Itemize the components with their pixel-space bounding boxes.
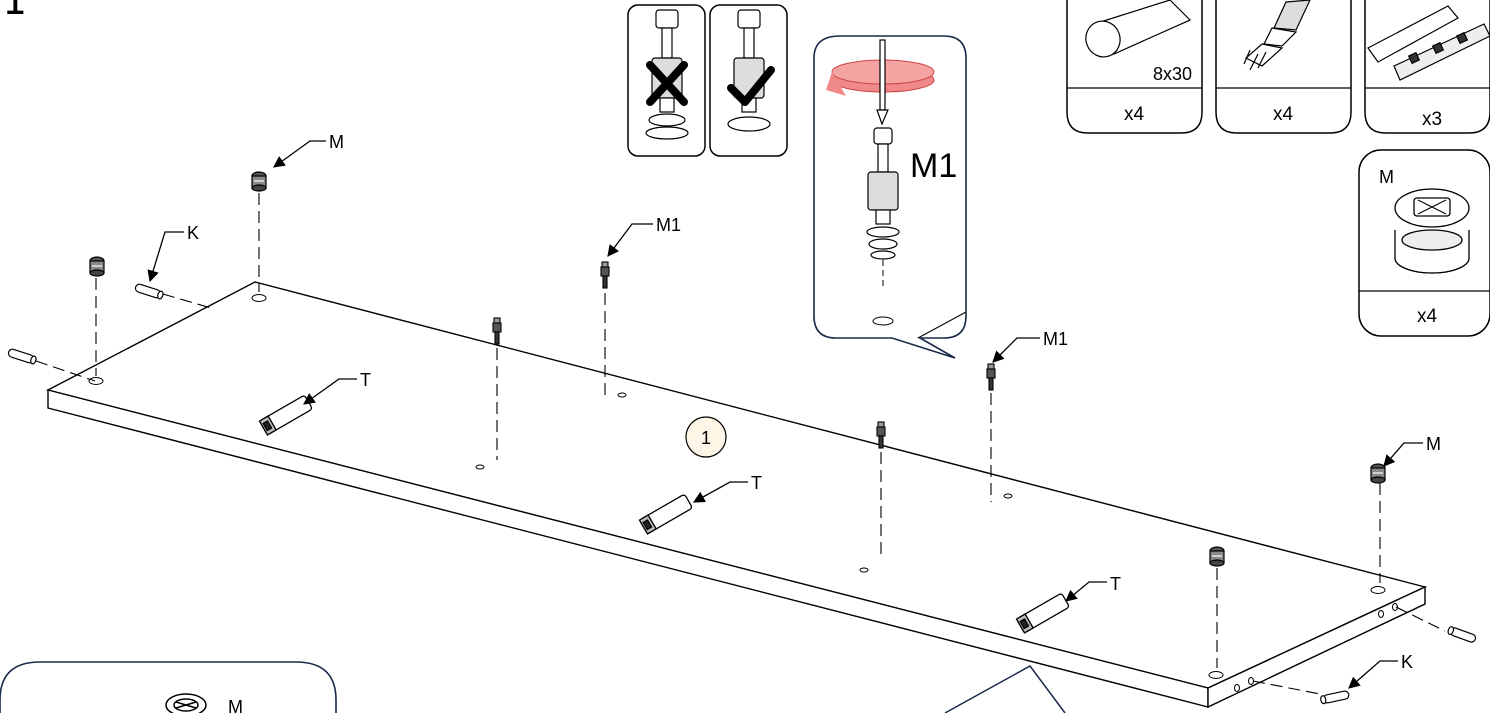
- step-number: 1: [2, 0, 26, 24]
- clip-t: [258, 395, 1070, 634]
- dowel-k: [7, 283, 1477, 705]
- wrong-example-inset: [627, 4, 706, 157]
- clip-qty: x3: [1422, 109, 1442, 130]
- callout-m-label: M: [329, 132, 344, 152]
- dowel-icon: [1085, 0, 1192, 58]
- parts-box-cam: M x4: [1358, 149, 1490, 337]
- detail-m1-label: M1: [910, 147, 957, 185]
- cam-letter: M: [1379, 167, 1394, 187]
- parts-box-dowel: 8x30 x4: [1066, 0, 1203, 134]
- callout-k-label: K: [1401, 652, 1413, 672]
- clip-icon: [1367, 5, 1490, 81]
- dowel-size: 8x30: [1153, 64, 1192, 84]
- parts-box-clip: x3: [1364, 0, 1490, 134]
- callout-m1-label: M1: [1043, 329, 1068, 349]
- panel-number-badge: 1: [685, 416, 727, 458]
- callout-m1-label: M1: [656, 215, 681, 235]
- cross-icon: [646, 61, 688, 106]
- bottom-detail-label: M: [228, 697, 243, 713]
- panel-number: 1: [701, 428, 711, 448]
- cam-lock-icon: [1394, 188, 1470, 274]
- cam-qty: x4: [1417, 306, 1438, 327]
- screw-qty: x4: [1273, 104, 1294, 125]
- dowel-qty: x4: [1124, 104, 1145, 125]
- checkmark-icon: [727, 66, 775, 106]
- callout-t-label: T: [1110, 574, 1121, 594]
- guide-lines: [35, 193, 1446, 695]
- bottom-right-bubble-pointer: [944, 665, 1066, 713]
- screw-icon: [1243, 0, 1311, 71]
- correct-example-inset: [709, 4, 788, 157]
- cam-lock-m: [89, 171, 1386, 567]
- callout-leaders: [147, 140, 1423, 689]
- cam-lock-icon: [165, 693, 207, 713]
- callout-t-label: T: [751, 473, 762, 493]
- callout-k-label: K: [187, 223, 199, 243]
- board-holes: [88, 294, 1398, 692]
- panel-board: [46, 281, 1428, 709]
- connector-screw-m1: [492, 261, 996, 449]
- m1-detail-bubble: M1: [813, 35, 967, 359]
- parts-box-screw: x4: [1215, 0, 1352, 134]
- callout-t-label: T: [360, 370, 371, 390]
- bottom-detail-bubble: M: [0, 661, 337, 713]
- callout-m-label: M: [1426, 434, 1441, 454]
